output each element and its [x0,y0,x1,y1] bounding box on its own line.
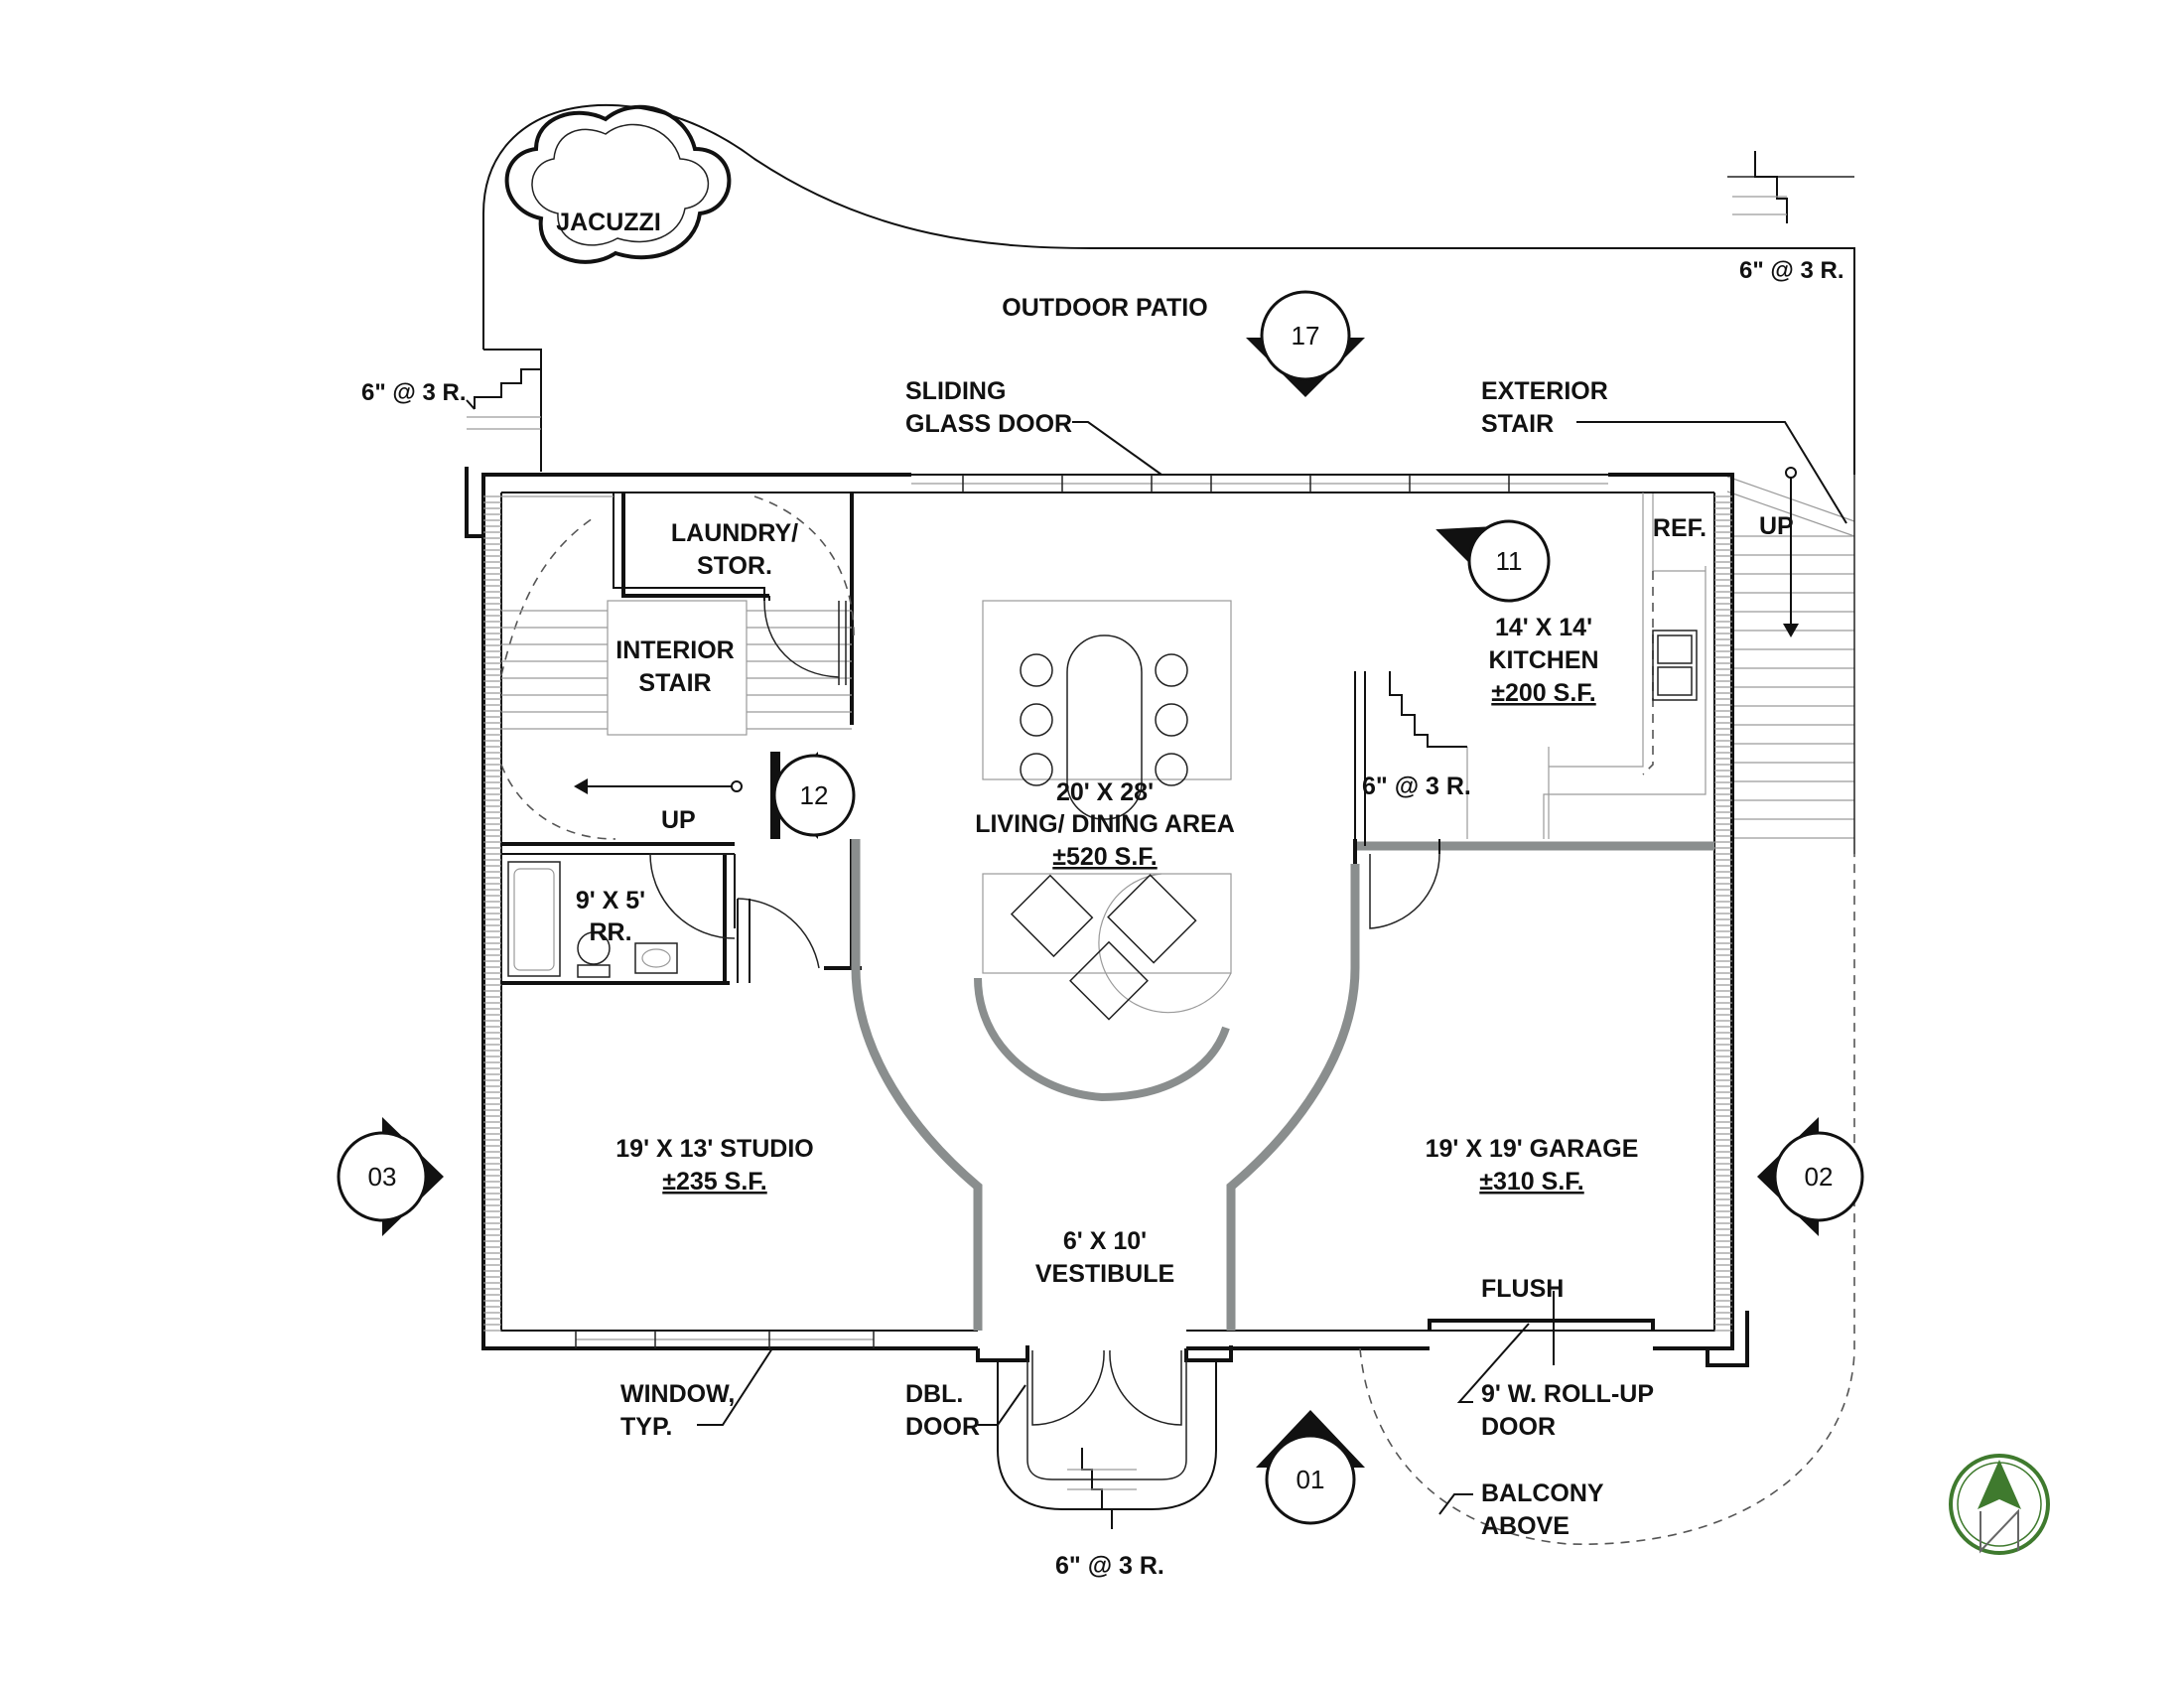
kitchen-sink [1652,630,1698,701]
tag-03-label: 03 [368,1162,397,1192]
sliding-door-label-2: GLASS DOOR [905,410,1072,438]
roll-up-label-1: 9' W. ROLL-UP [1481,1380,1654,1408]
tag-03[interactable]: 03 [337,1117,444,1236]
tag-11[interactable]: 11 [1435,494,1551,603]
kitchen-steps: 6" @ 3 R. [1362,671,1471,800]
vestibule-name: VESTIBULE [1035,1260,1174,1288]
tag-02-label: 02 [1805,1162,1834,1192]
laundry-label-2: STOR. [697,552,772,580]
garage-name: 19' X 19' GARAGE [1426,1135,1639,1163]
balcony-label-2: ABOVE [1481,1512,1570,1540]
exterior-stair-up: UP [1759,512,1794,540]
rr-dims: 9' X 5' [576,887,645,914]
outdoor-patio-outline [482,104,1855,475]
roll-up-door [1428,1291,1655,1365]
patio-steps-left: 6" @ 3 R. [361,368,541,430]
dbl-door-label-2: DOOR [905,1413,980,1441]
tag-12[interactable]: 12 [770,752,856,839]
interior-stair-up: UP [661,806,696,834]
garage-area: ±310 S.F. [1479,1168,1583,1196]
exterior-stair-label-1: EXTERIOR [1481,377,1608,405]
kitchen-dims: 14' X 14' [1495,614,1592,641]
exterior-stair: UP [1726,467,1855,854]
living-name: LIVING/ DINING AREA [975,810,1235,838]
jacuzzi-label: JACUZZI [556,209,661,236]
kitchen-name: KITCHEN [1488,646,1598,674]
outdoor-patio-label: OUTDOOR PATIO [1002,294,1207,322]
window-label-2: TYP. [620,1413,672,1441]
ref-label: REF. [1653,514,1706,542]
patio-steps-right: 6" @ 3 R. [1732,151,1843,284]
kitchen-area: ±200 S.F. [1491,679,1595,707]
inner-stair-note: 6" @ 3 R. [1362,773,1471,800]
tag-11-label: 11 [1496,546,1523,576]
dbl-door-label-1: DBL. [905,1380,963,1408]
tag-17-label: 17 [1292,321,1320,351]
living-dims: 20' X 28' [1056,778,1154,806]
roll-up-label-2: DOOR [1481,1413,1556,1441]
stair-note-right: 6" @ 3 R. [1739,257,1843,284]
studio-area: ±235 S.F. [662,1168,766,1196]
restroom-fixtures [507,861,678,978]
exterior-walls [465,467,1749,1367]
tag-17[interactable]: 17 [1246,290,1365,397]
vestibule-dims: 6' X 10' [1063,1227,1147,1255]
studio-name: 19' X 13' STUDIO [615,1135,813,1163]
rr-name: RR. [589,918,631,946]
laundry-label-1: LAUNDRY/ [671,519,798,547]
balcony-outline [1359,854,1855,1545]
exterior-stair-label-2: STAIR [1481,410,1554,438]
living-area: ±520 S.F. [1052,843,1157,871]
tag-01[interactable]: 01 [1256,1410,1365,1525]
stair-note-front: 6" @ 3 R. [1055,1552,1164,1580]
interior-stair-label-1: INTERIOR [615,636,734,664]
tag-02[interactable]: 02 [1757,1117,1864,1236]
jacuzzi: JACUZZI [504,104,732,264]
balcony-label-1: BALCONY [1481,1479,1604,1507]
tag-12-label: 12 [800,780,829,810]
living-furniture [974,873,1232,1102]
stair-note-left: 6" @ 3 R. [361,379,466,406]
double-door [976,1345,1233,1529]
sliding-door-label-1: SLIDING [905,377,1006,405]
flush-label: FLUSH [1481,1275,1564,1303]
tag-01-label: 01 [1297,1465,1325,1494]
dining-table [982,600,1232,820]
window-label-1: WINDOW, [620,1380,735,1408]
interior-stair-label-2: STAIR [638,669,711,697]
north-arrow-icon [1949,1454,2050,1555]
interior-stair: INTERIOR STAIR UP [500,495,855,840]
